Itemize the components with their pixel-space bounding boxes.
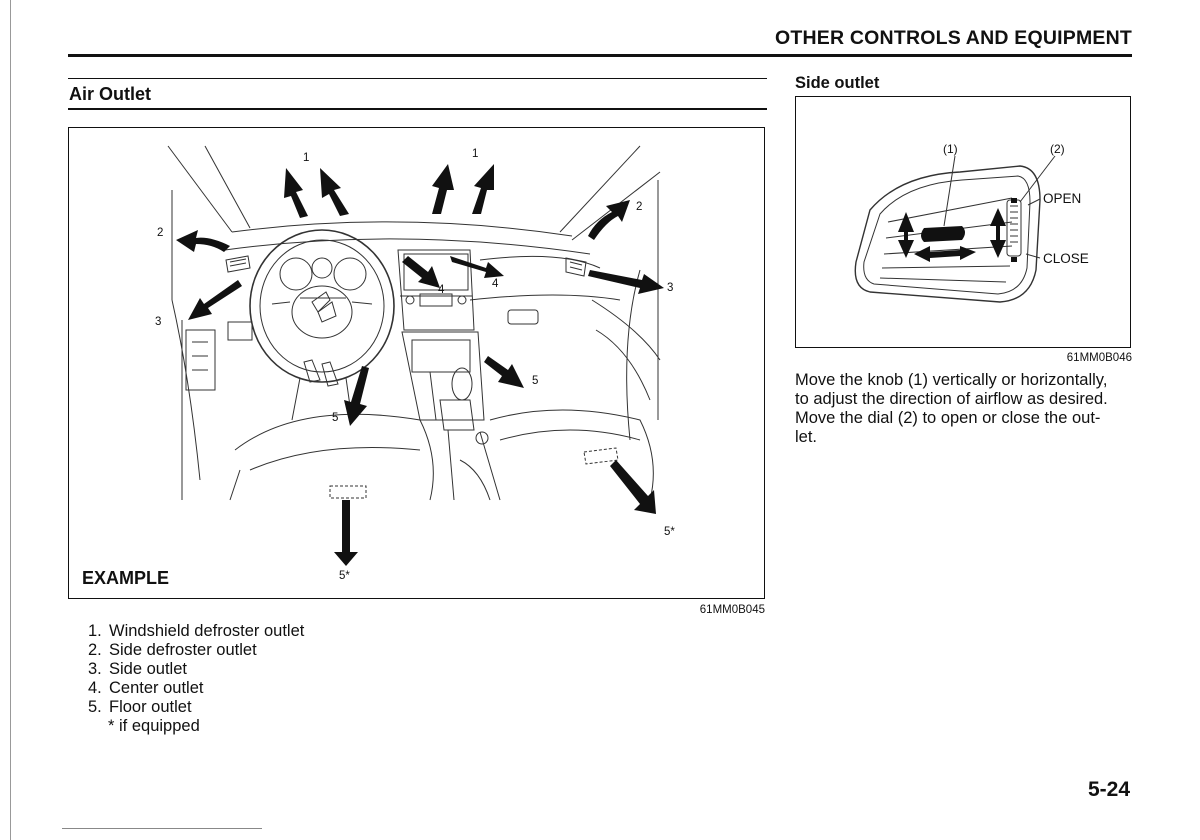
arrow-side-3R: [588, 270, 664, 294]
label-5-right: 5: [532, 375, 539, 387]
arrow-windshield-1d: [472, 164, 494, 214]
dashboard-figure: [68, 127, 765, 599]
label-1-right: 1: [472, 148, 479, 160]
arrow-floor-5star-right: [610, 460, 656, 514]
arrow-horizontal: [914, 246, 976, 262]
arrow-center-4L: [402, 256, 440, 288]
figure-code-left: 61MM0B045: [699, 604, 765, 616]
label-2-right: 2: [636, 201, 643, 213]
knob: [921, 226, 965, 242]
legend-item: 5.Floor outlet: [88, 698, 192, 716]
arrow-vertical-right: [990, 208, 1006, 258]
label-5star-right: 5*: [664, 526, 675, 538]
legend-item: 1.Windshield defroster outlet: [88, 622, 305, 640]
label-3-right: 3: [667, 282, 674, 294]
close-label: CLOSE: [1043, 251, 1089, 266]
arrow-center-4R: [450, 256, 504, 278]
figure-code-right: 61MM0B046: [1066, 352, 1132, 364]
arrow-side-3L: [188, 280, 242, 320]
arrow-vertical-left: [898, 212, 914, 258]
close-marker: [1011, 257, 1017, 262]
arrow-windshield-1c: [432, 164, 454, 214]
instruction-line: to adjust the direction of airflow as de…: [795, 390, 1108, 408]
side-outlet-figure: [795, 96, 1131, 348]
label-4-left: 4: [438, 284, 445, 296]
page-header-title: OTHER CONTROLS AND EQUIPMENT: [775, 27, 1132, 49]
section-rule-top: [68, 78, 767, 79]
arrow-windshield-1b: [320, 168, 349, 216]
label-2-left: 2: [157, 227, 164, 239]
knob-label: (1): [943, 142, 958, 156]
bottom-edge-line: [62, 828, 262, 829]
instruction-line: let.: [795, 428, 818, 446]
section-rule-bottom: [68, 108, 767, 110]
side-outlet-instructions: Move the knob (1) vertically or horizont…: [795, 371, 1135, 447]
side-outlet-title: Side outlet: [795, 74, 880, 92]
legend-item: 3.Side outlet: [88, 660, 187, 678]
example-label: EXAMPLE: [82, 568, 170, 588]
left-edge-line: [10, 0, 11, 840]
label-5-left: 5: [332, 412, 339, 424]
label-1-left: 1: [303, 152, 310, 164]
legend-footnote: * if equipped: [108, 717, 200, 735]
arrow-side-defroster-2L: [176, 230, 230, 252]
arrow-windshield-1a: [284, 168, 308, 218]
arrow-floor-5star-center: [334, 500, 358, 566]
arrow-floor-5R: [484, 356, 524, 388]
page-number: 5-24: [1087, 778, 1130, 801]
label-3-left: 3: [155, 316, 162, 328]
label-4-right: 4: [492, 278, 499, 290]
instruction-line: Move the knob (1) vertically or horizont…: [795, 371, 1108, 389]
instruction-line: Move the dial (2) to open or close the o…: [795, 409, 1101, 427]
open-label: OPEN: [1043, 191, 1082, 206]
open-marker: [1011, 198, 1017, 203]
header-rule: [68, 54, 1132, 57]
outlet-legend: 1.Windshield defroster outlet 2.Side def…: [88, 622, 304, 736]
legend-item: 4.Center outlet: [88, 679, 204, 697]
arrow-side-defroster-2R: [588, 200, 630, 240]
legend-item: 2.Side defroster outlet: [88, 641, 257, 659]
arrow-floor-5L: [344, 366, 369, 426]
label-5star-center: 5*: [339, 570, 350, 582]
dial-label: (2): [1050, 142, 1065, 156]
section-title: Air Outlet: [69, 84, 152, 104]
